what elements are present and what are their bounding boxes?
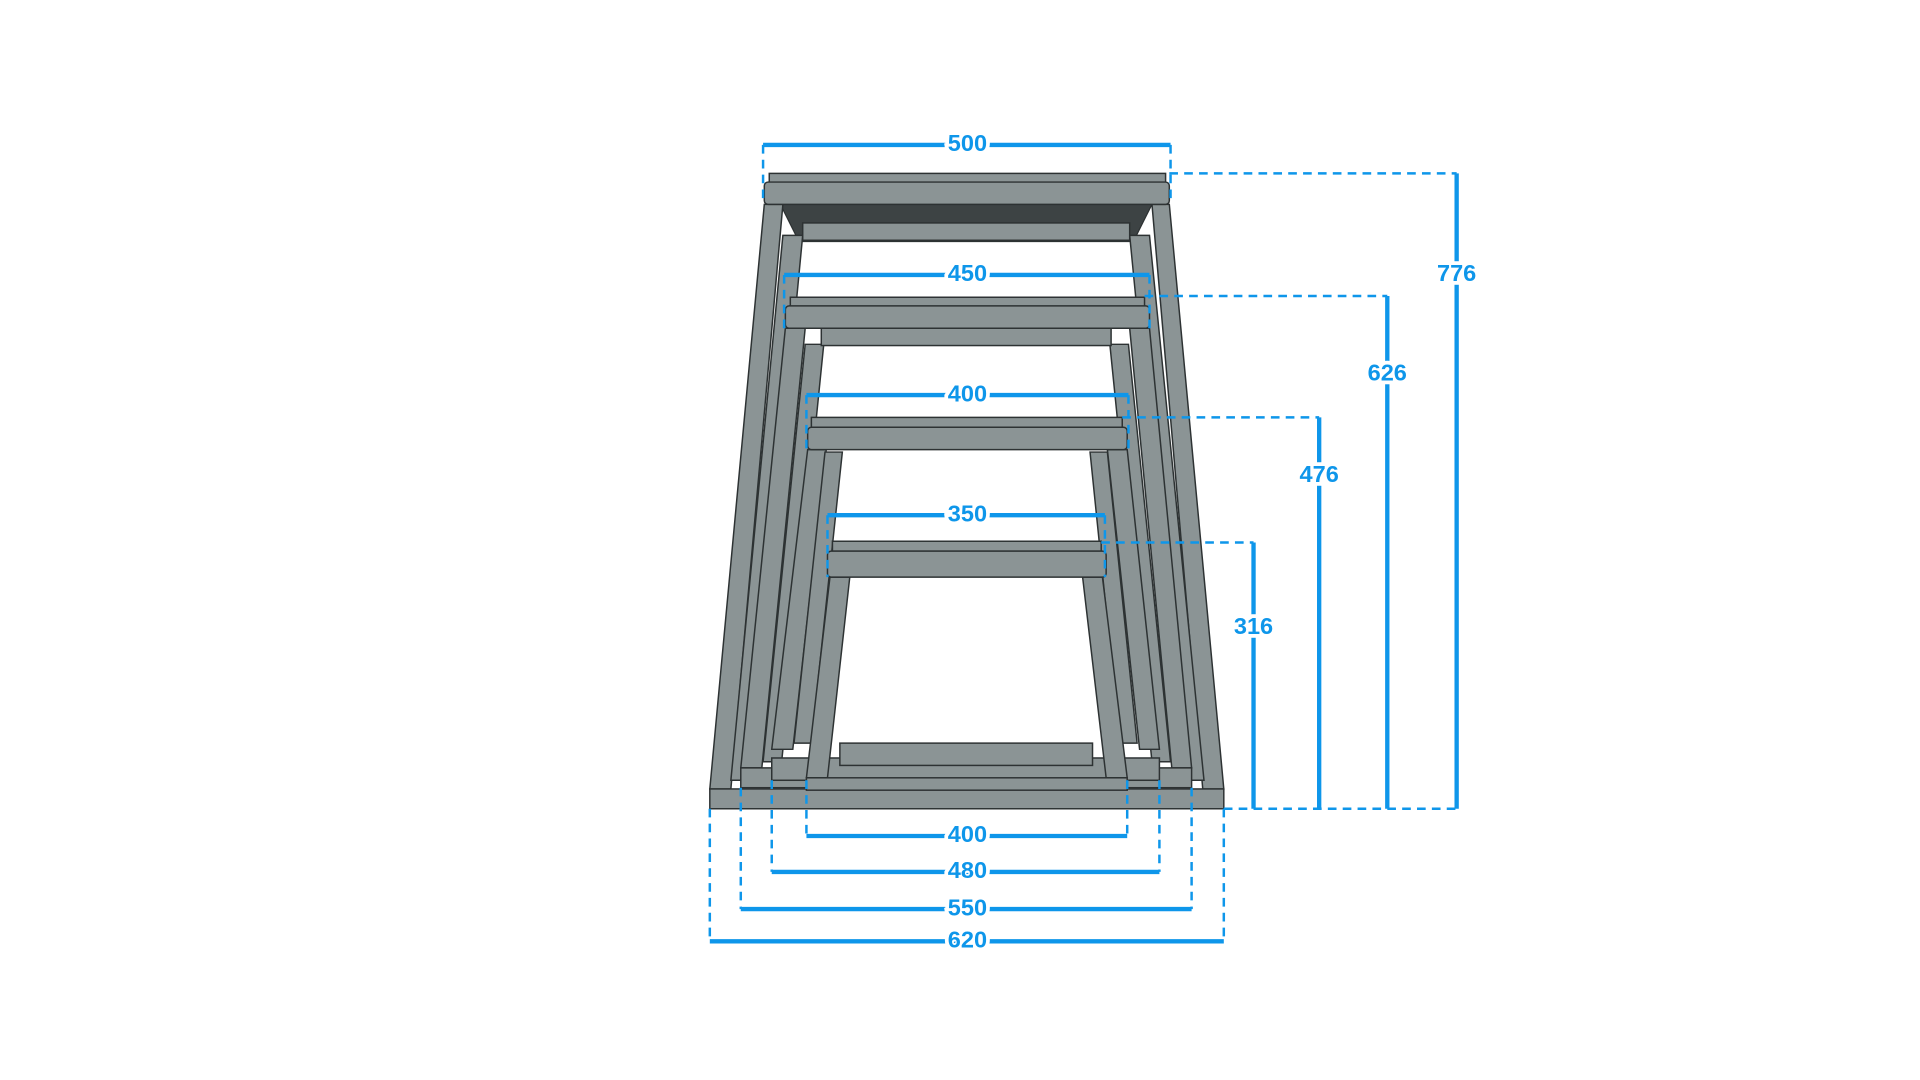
bottom-width-620: 620: [948, 927, 987, 953]
box-476: [770, 416, 1161, 782]
height-626: 626: [1368, 359, 1407, 385]
top-width-450: 450: [948, 260, 987, 286]
bottom-width-400: 400: [948, 821, 987, 847]
height-776: 776: [1437, 260, 1476, 286]
height-dimensions: 776 626 476 316: [1101, 172, 1480, 810]
bottom-width-550: 550: [948, 894, 987, 920]
height-476: 476: [1300, 461, 1339, 487]
top-dimensions: 500 450 400 350: [761, 126, 1172, 578]
top-width-350: 350: [948, 500, 987, 526]
bottom-width-480: 480: [948, 857, 987, 883]
top-width-500: 500: [948, 130, 987, 156]
top-width-400: 400: [948, 380, 987, 406]
height-316: 316: [1234, 613, 1273, 639]
bottom-dimensions: 400 480 550 620: [708, 780, 1226, 956]
box-316: [805, 540, 1129, 791]
